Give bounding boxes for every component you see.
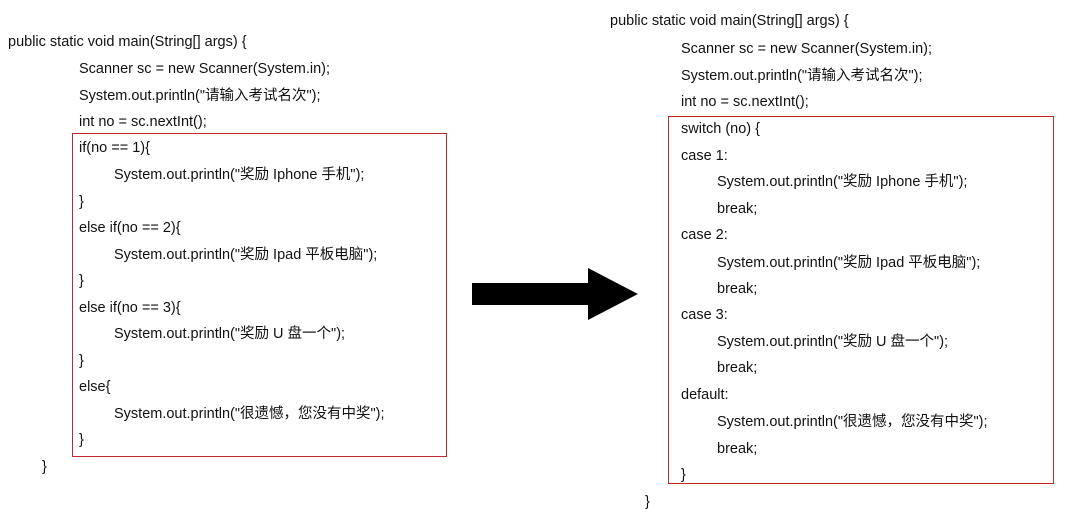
code-line-close-brace: } <box>681 467 686 483</box>
code-line-break: break; <box>717 441 758 457</box>
code-line-read-int: int no = sc.nextInt(); <box>681 94 809 110</box>
code-line-print-no-prize: System.out.println("很遗憾，您没有中奖"); <box>717 414 988 430</box>
code-line-method-close-brace: } <box>42 459 47 475</box>
code-line-case-3: case 3: <box>681 307 728 323</box>
code-line-close-brace: } <box>79 273 84 289</box>
code-line-print-usb: System.out.println("奖励 U 盘一个"); <box>114 326 346 342</box>
code-line-prompt-print: System.out.println("请输入考试名次"); <box>681 68 923 84</box>
right-highlight-box <box>668 116 1054 484</box>
code-line-print-ipad: System.out.println("奖励 Ipad 平板电脑"); <box>717 255 981 271</box>
code-line-case-1: case 1: <box>681 148 728 164</box>
code-line-method-close-brace: } <box>645 494 650 510</box>
code-line-print-iphone: System.out.println("奖励 Iphone 手机"); <box>114 167 365 183</box>
code-line-else-if-3: else if(no == 3){ <box>79 300 181 316</box>
code-line-prompt-print: System.out.println("请输入考试名次"); <box>79 88 321 104</box>
code-line-break: break; <box>717 201 758 217</box>
code-line-close-brace: } <box>79 353 84 369</box>
code-line-close-brace: } <box>79 194 84 210</box>
code-line-print-usb: System.out.println("奖励 U 盘一个"); <box>717 334 949 350</box>
code-line-default: default: <box>681 387 729 403</box>
code-line-else-if-2: else if(no == 2){ <box>79 220 181 236</box>
code-line-switch: switch (no) { <box>681 121 760 137</box>
code-line-print-iphone: System.out.println("奖励 Iphone 手机"); <box>717 174 968 190</box>
code-line-close-brace: } <box>79 432 84 448</box>
code-line-read-int: int no = sc.nextInt(); <box>79 114 207 130</box>
code-line-scanner-init: Scanner sc = new Scanner(System.in); <box>681 41 933 57</box>
code-line-method-signature: public static void main(String[] args) { <box>610 13 849 29</box>
right-arrow-shape <box>472 268 638 320</box>
left-highlight-box <box>72 133 447 457</box>
code-line-method-signature: public static void main(String[] args) { <box>8 34 247 50</box>
code-line-else: else{ <box>79 379 111 395</box>
code-line-break: break; <box>717 360 758 376</box>
right-arrow-icon <box>472 268 638 320</box>
code-line-if-1: if(no == 1){ <box>79 140 150 156</box>
code-line-break: break; <box>717 281 758 297</box>
code-line-scanner-init: Scanner sc = new Scanner(System.in); <box>79 61 331 77</box>
code-line-print-no-prize: System.out.println("很遗憾，您没有中奖"); <box>114 406 385 422</box>
code-line-print-ipad: System.out.println("奖励 Ipad 平板电脑"); <box>114 247 378 263</box>
code-line-case-2: case 2: <box>681 227 728 243</box>
